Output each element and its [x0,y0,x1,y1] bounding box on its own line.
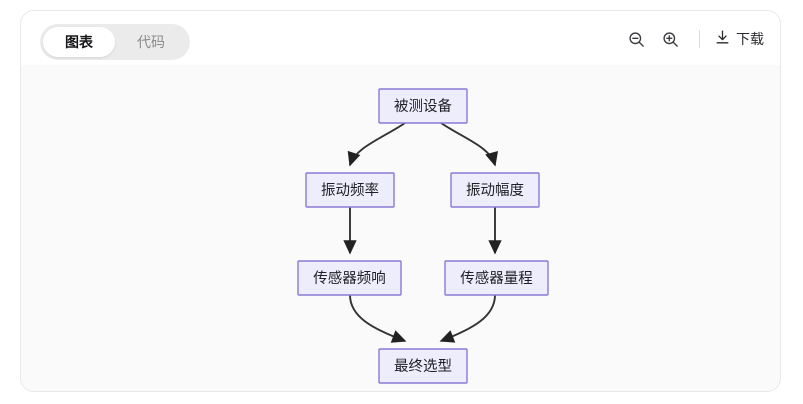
node-device-under-test[interactable]: 被测设备 [378,88,468,124]
node-label: 传感器频响 [313,270,386,287]
node-label: 最终选型 [394,358,452,375]
node-final-selection[interactable]: 最终选型 [378,348,468,384]
edge-n1-n3 [440,122,498,167]
node-label: 传感器量程 [460,270,533,287]
zoom-out-icon [627,30,646,49]
toolbar-actions: 下载 [619,24,766,54]
node-label: 振动频率 [321,182,379,199]
download-icon [714,29,731,49]
edge-n5-n6 [439,294,496,343]
node-sensor-range[interactable]: 传感器量程 [444,260,549,296]
download-label: 下载 [736,31,764,47]
tab-code[interactable]: 代码 [137,34,165,50]
view-mode-tabs: 图表 代码 [40,24,190,60]
download-button[interactable]: 下载 [712,29,766,49]
zoom-out-button[interactable] [619,24,653,54]
node-vibration-amplitude[interactable]: 振动幅度 [450,172,540,208]
edge-n1-n2 [347,122,406,167]
edge-n4-n6 [349,294,407,343]
edge-group [343,122,502,343]
tab-chart[interactable]: 图表 [43,27,115,57]
node-vibration-frequency[interactable]: 振动频率 [305,172,395,208]
node-sensor-frequency-response[interactable]: 传感器频响 [297,260,402,296]
flowchart-svg: 被测设备 振动频率 振动幅度 传感器频响 [297,88,549,384]
toolbar: 图表 代码 [21,11,780,65]
node-label: 振动幅度 [466,182,524,199]
toolbar-divider [699,30,700,48]
node-group: 被测设备 振动频率 振动幅度 传感器频响 [297,88,549,384]
diagram-canvas[interactable]: 被测设备 振动频率 振动幅度 传感器频响 [21,65,780,391]
diagram-card: 图表 代码 [20,10,781,392]
node-label: 被测设备 [394,98,452,115]
zoom-in-icon [661,30,680,49]
zoom-in-button[interactable] [653,24,687,54]
